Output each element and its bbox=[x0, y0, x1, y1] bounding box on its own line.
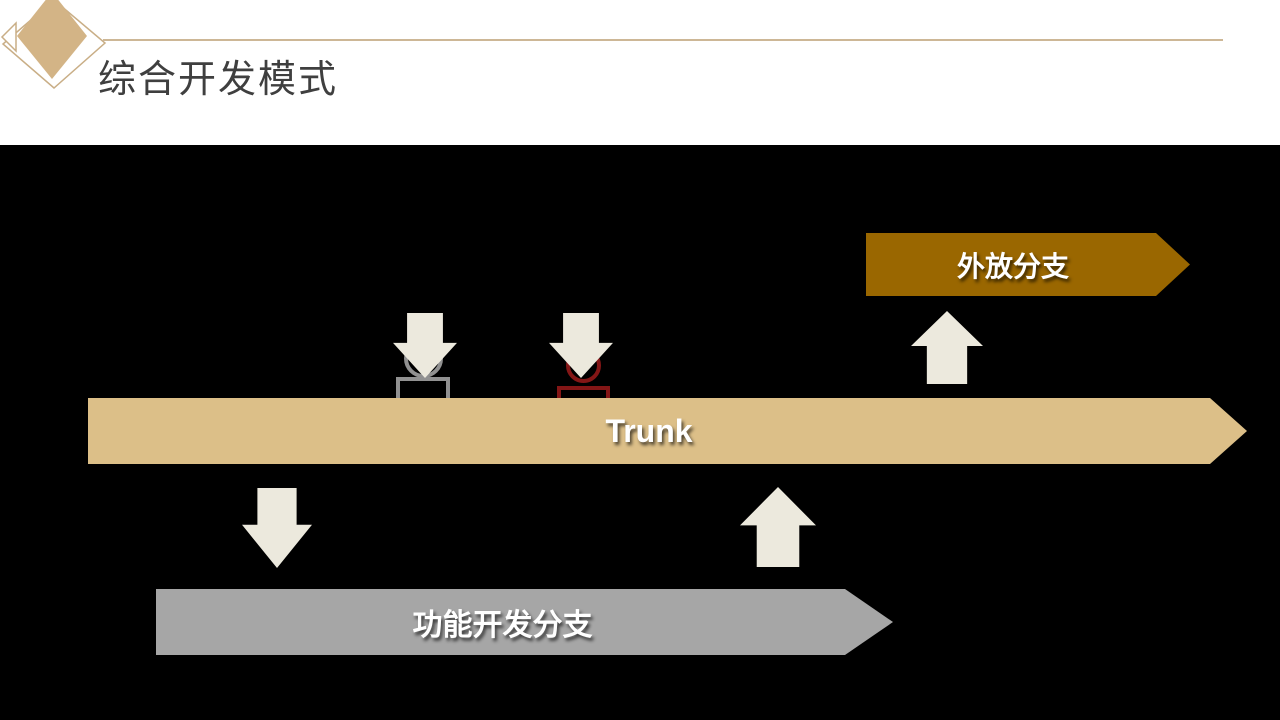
up-arrow-icon-to-release-branch bbox=[911, 311, 983, 384]
trunk-banner: Trunk bbox=[88, 398, 1247, 464]
slide-header: 综合开发模式 bbox=[0, 0, 1280, 145]
trunk-label: Trunk bbox=[605, 412, 693, 449]
feature-branch-label: 功能开发分支 bbox=[412, 609, 593, 642]
page-title: 综合开发模式 bbox=[98, 59, 339, 101]
release-branch-label: 外放分支 bbox=[956, 250, 1069, 282]
header-divider-line bbox=[103, 39, 1223, 41]
release-branch-banner: 外放分支 bbox=[866, 233, 1190, 296]
up-arrow-icon-to-trunk bbox=[740, 487, 816, 567]
feature-branch-banner: 功能开发分支 bbox=[156, 589, 893, 655]
diagram-canvas: 外放分支 Trunk 功能开发分支 bbox=[0, 145, 1280, 720]
down-arrow-icon-to-feature-branch bbox=[242, 488, 312, 568]
diamond-logo-icon bbox=[0, 0, 107, 89]
